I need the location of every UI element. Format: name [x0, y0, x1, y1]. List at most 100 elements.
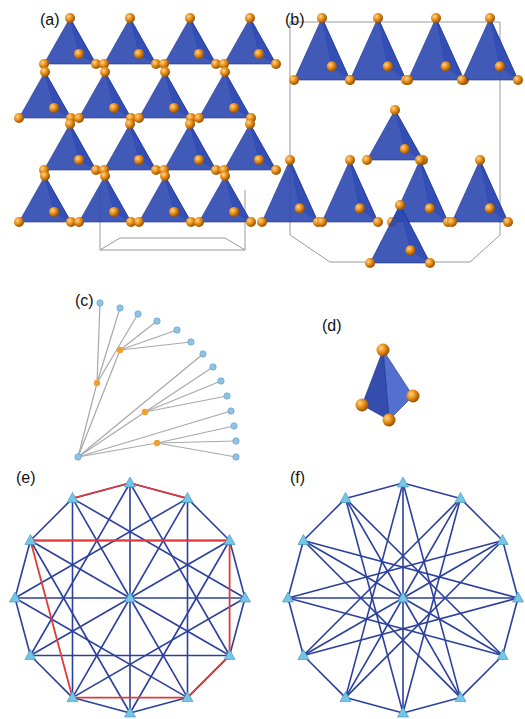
atom-sphere — [431, 13, 441, 23]
atom-sphere — [220, 171, 230, 181]
tree-leaf — [200, 351, 206, 357]
tetra-face — [139, 176, 191, 222]
tree-node — [94, 380, 100, 386]
atom-sphere — [485, 203, 495, 213]
atom-sphere — [377, 344, 390, 357]
atom-sphere — [194, 49, 204, 59]
cycle-edge — [130, 483, 188, 498]
tetra-face — [139, 72, 191, 118]
atom-sphere — [271, 165, 281, 175]
atom-sphere — [345, 75, 355, 85]
graph-edge — [288, 541, 503, 599]
atom-sphere — [345, 155, 355, 165]
graph-edge — [402, 598, 404, 713]
atom-sphere — [246, 217, 256, 227]
unit-cell-line — [100, 250, 245, 251]
atom-sphere — [425, 258, 435, 268]
graph-edge — [346, 483, 404, 698]
atom-sphere — [14, 217, 24, 227]
atom-sphere — [407, 390, 420, 403]
graph-edge — [15, 598, 188, 698]
graph-vertex — [25, 650, 36, 660]
panel-label: (b) — [285, 12, 305, 28]
atom-sphere — [74, 113, 84, 123]
atom-sphere — [425, 203, 435, 213]
graph-edge — [303, 498, 345, 540]
atom-sphere — [49, 103, 59, 113]
tree-leaf — [233, 438, 239, 444]
tree-leaf — [97, 300, 103, 306]
graph-edge — [30, 498, 72, 540]
atom-sphere — [327, 61, 337, 71]
tree-leaf — [117, 305, 123, 311]
graph-vertex — [455, 692, 466, 702]
atom-sphere — [295, 203, 305, 213]
atom-sphere — [229, 207, 239, 217]
atom-sphere — [257, 217, 267, 227]
graph-vertex — [67, 492, 78, 502]
graph-edge — [503, 598, 518, 656]
graph-vertex — [182, 692, 193, 702]
graph-vertex — [283, 592, 294, 602]
atom-sphere — [229, 103, 239, 113]
graph-edge — [15, 541, 30, 599]
cycle-edge — [30, 541, 72, 698]
atom-sphere — [40, 171, 50, 181]
graph-edge — [188, 498, 230, 540]
graph-vertex — [182, 492, 193, 502]
atom-sphere — [100, 171, 110, 181]
tree-leaf — [224, 393, 230, 399]
graph-edge — [288, 598, 303, 656]
atom-sphere — [194, 113, 204, 123]
atom-sphere — [415, 155, 425, 165]
atom-sphere — [362, 155, 372, 165]
tree-branch — [120, 321, 157, 350]
graph-edge — [15, 498, 188, 598]
atom-sphere — [185, 13, 195, 23]
graph-edge — [461, 656, 503, 698]
atom-sphere — [245, 13, 255, 23]
tree-leaf — [154, 318, 160, 324]
atom-sphere — [495, 61, 505, 71]
tree-node — [117, 347, 123, 353]
graph-edge — [30, 540, 229, 542]
atom-sphere — [65, 13, 75, 23]
graph-edge — [188, 656, 230, 698]
graph-edge — [346, 698, 404, 713]
graph-edge — [303, 598, 518, 656]
atom-sphere — [40, 67, 50, 77]
tetra-face — [79, 176, 131, 222]
atom-sphere — [457, 75, 467, 85]
atom-sphere — [406, 245, 416, 255]
graph-vertex — [497, 650, 508, 660]
atom-sphere — [109, 207, 119, 217]
atom-sphere — [254, 155, 264, 165]
unit-cell-line — [225, 238, 245, 250]
tetra-face — [199, 176, 251, 222]
atom-sphere — [185, 119, 195, 129]
tetra-face — [164, 124, 216, 170]
atom-sphere — [400, 144, 410, 154]
tree-leaf — [135, 311, 141, 317]
graph-edge — [73, 498, 246, 598]
tree-leaf — [174, 327, 180, 333]
panel-label: (c) — [75, 293, 94, 309]
tetra-face — [262, 160, 318, 222]
atom-sphere — [365, 258, 375, 268]
structure-b — [257, 13, 523, 268]
unit-cell-line — [290, 235, 330, 262]
tetra-face — [367, 110, 423, 160]
tetra-face — [408, 18, 464, 80]
atom-sphere — [373, 217, 383, 227]
tree-leaf — [75, 454, 81, 460]
atom-sphere — [65, 119, 75, 129]
tree-branch — [120, 342, 191, 350]
graph-edge — [403, 597, 518, 599]
tree-leaf — [233, 454, 239, 460]
unit-cell-line — [100, 238, 120, 250]
atom-sphere — [14, 113, 24, 123]
tree-branch — [145, 381, 221, 412]
graph-vertex — [497, 535, 508, 545]
atom-sphere — [109, 103, 119, 113]
tetra-face — [79, 72, 131, 118]
